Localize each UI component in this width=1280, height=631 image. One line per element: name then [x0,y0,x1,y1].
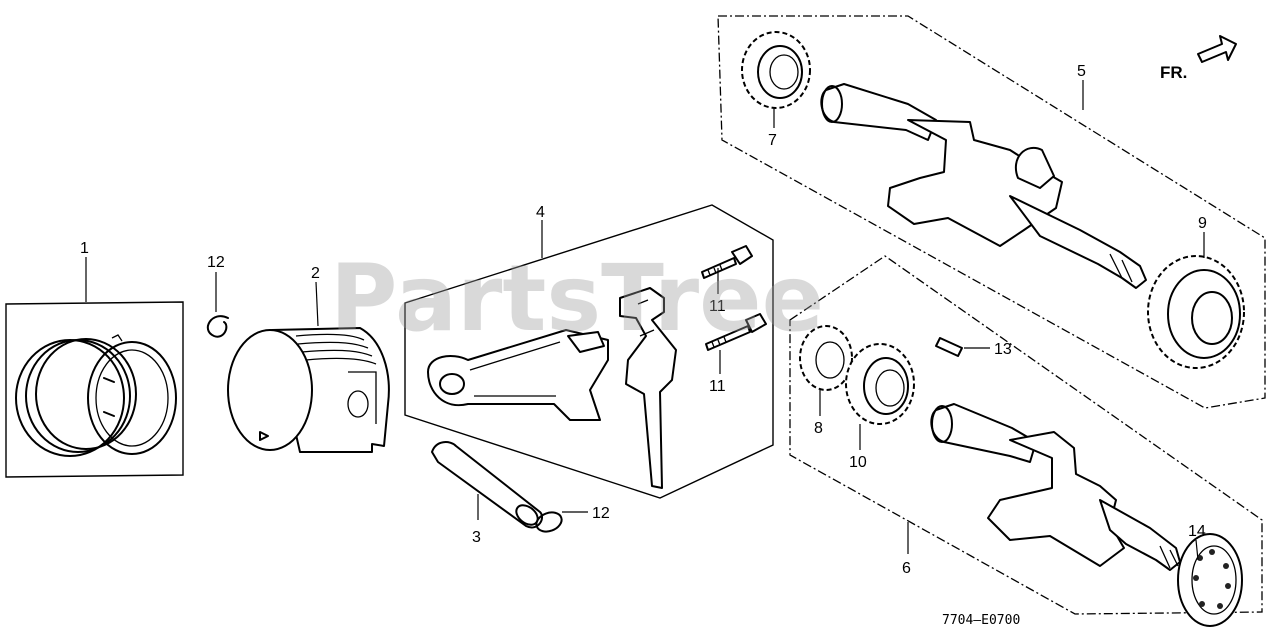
piston-ring-set-box [5,301,184,478]
piston-pin[interactable] [431,441,544,529]
callout-12-upper: 12 [207,254,225,271]
callout-8: 8 [814,420,823,437]
piston-rings[interactable] [15,334,177,457]
callout-5: 5 [1077,63,1086,80]
callout-6: 6 [902,560,911,577]
crankshaft-gear-8[interactable] [799,325,853,391]
watermark: PartsTree [330,245,824,352]
crankshaft-gear-9[interactable] [1147,255,1245,369]
front-indicator-label: FR. [1160,63,1187,82]
crankshaft-gear-10[interactable] [845,343,915,425]
piston-pin-clip-upper[interactable] [207,315,229,338]
callout-10: 10 [849,454,867,471]
connecting-rod-bolt-lower[interactable] [705,313,767,351]
front-arrow-icon [1197,35,1237,63]
callout-11-upper: 11 [709,298,726,315]
callout-13: 13 [994,341,1012,358]
callout-1: 1 [80,240,89,257]
connecting-rod-bolt-upper[interactable] [701,245,753,279]
leader-lines [85,80,1205,561]
woodruff-key[interactable] [935,337,963,357]
ball-bearing[interactable] [1177,533,1243,627]
callout-3: 3 [472,529,481,546]
callout-2: 2 [311,265,320,282]
crankshaft-upper[interactable] [820,83,1147,289]
piston[interactable] [227,327,390,453]
callout-7: 7 [768,132,777,149]
connecting-rod-box [404,204,774,499]
front-direction-indicator: FR. [1160,35,1237,82]
callout-9: 9 [1198,215,1207,232]
connecting-rod[interactable] [427,287,677,489]
crankshaft-lower[interactable] [930,403,1181,571]
callout-11-lower: 11 [709,378,726,395]
piston-pin-clip-lower[interactable] [534,509,565,535]
crankshaft-box-lower [789,255,1263,615]
callout-12-lower: 12 [592,505,610,522]
crankshaft-box-upper [717,15,1266,409]
diagram-code: 7704—E0700 [942,613,1020,628]
callout-14: 14 [1188,523,1206,540]
callout-4: 4 [536,204,545,221]
crankshaft-gear-7[interactable] [741,31,811,109]
